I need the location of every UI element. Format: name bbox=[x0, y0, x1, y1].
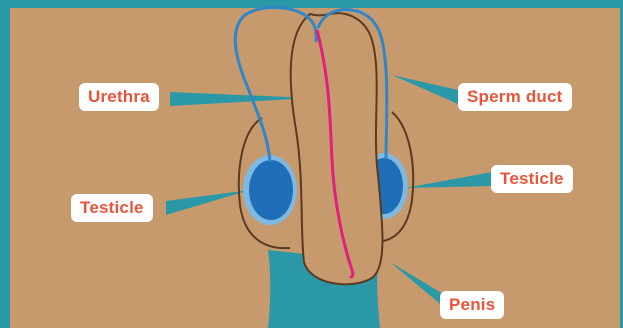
label-urethra-text: Urethra bbox=[88, 87, 150, 106]
label-testicle-right: Testicle bbox=[491, 165, 573, 193]
label-testicle-left: Testicle bbox=[71, 194, 153, 222]
testicle-left-shape bbox=[249, 160, 293, 220]
label-sperm-duct: Sperm duct bbox=[458, 83, 572, 111]
label-urethra: Urethra bbox=[79, 83, 159, 111]
label-penis: Penis bbox=[440, 291, 504, 319]
label-penis-text: Penis bbox=[449, 295, 495, 314]
label-testicle-right-text: Testicle bbox=[500, 169, 564, 188]
label-testicle-left-text: Testicle bbox=[80, 198, 144, 217]
label-sperm-duct-text: Sperm duct bbox=[467, 87, 563, 106]
penis-shaft bbox=[291, 13, 383, 284]
